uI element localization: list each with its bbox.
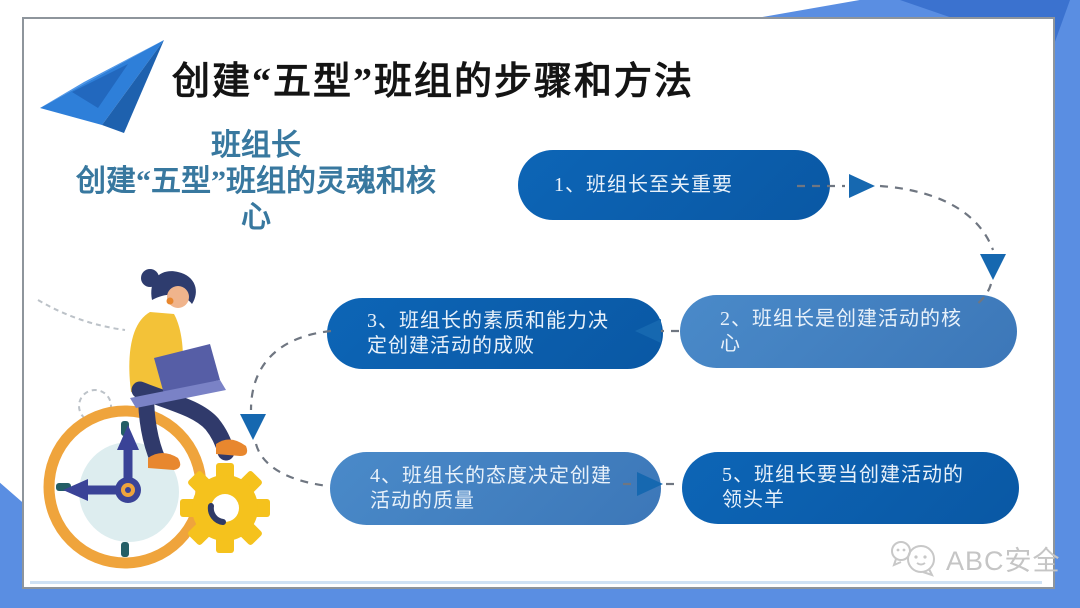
chat-bubbles-icon	[891, 541, 935, 577]
step-3-label: 3、班组长的素质和能力决 定创建活动的成败	[367, 309, 609, 357]
step-pill-1: 1、班组长至关重要	[518, 150, 830, 220]
watermark-text: ABC安全	[946, 545, 1061, 576]
slide-subtitle: 班组长 创建“五型”班组的灵魂和核 心	[76, 129, 436, 234]
step-pill-3: 3、班组长的素质和能力决 定创建活动的成败	[327, 298, 663, 369]
step-5-label: 5、班组长要当创建活动的 领头羊	[722, 464, 964, 511]
step-1-label: 1、班组长至关重要	[554, 173, 733, 196]
footer-divider	[30, 581, 1042, 584]
step-2-label: 2、班组长是创建活动的核 心	[720, 307, 962, 355]
slide-title: 创建“五型”班组的步骤和方法	[172, 61, 695, 103]
step-pill-2: 2、班组长是创建活动的核 心	[680, 295, 1017, 368]
watermark-logo: ABC安全	[888, 538, 1061, 578]
step-pill-4: 4、班组长的态度决定创建 活动的质量	[330, 452, 661, 525]
step-pill-5: 5、班组长要当创建活动的 领头羊	[682, 452, 1019, 524]
paper-plane-icon	[40, 40, 164, 133]
step-4-label: 4、班组长的态度决定创建 活动的质量	[370, 464, 612, 512]
